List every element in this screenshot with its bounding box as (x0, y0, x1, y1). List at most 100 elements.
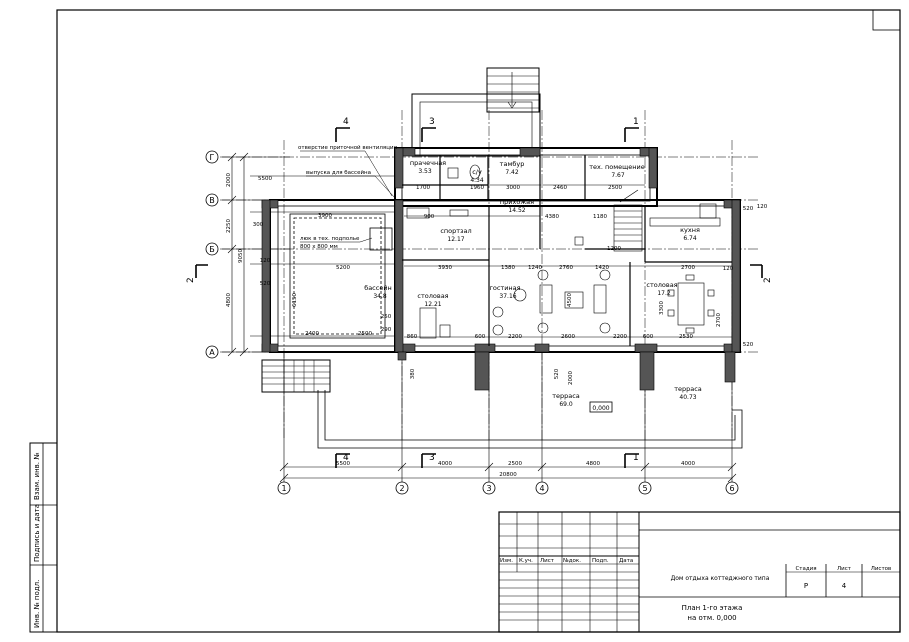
dim-520b: 520 (743, 342, 754, 348)
level-mark-box (589, 401, 613, 413)
room-wc-area: 4.34 (470, 177, 484, 184)
room-pool-name: бассейн (364, 284, 392, 292)
room-gym-area: 12.17 (447, 236, 464, 243)
room-laundry-area: 3.53 (418, 168, 432, 175)
dim-2530: 2530 (679, 334, 693, 340)
axis-label-b: Б (209, 245, 215, 254)
dim-2600: 2600 (561, 334, 575, 340)
terrace-1-area: 69.0 (559, 401, 573, 408)
dim-1180: 1180 (593, 214, 607, 220)
axis-label-1: 1 (281, 484, 286, 493)
stamp-title-1: План 1-го этажа (682, 604, 743, 612)
room-living-name: гостиная (489, 284, 520, 292)
title-block (498, 511, 901, 633)
dim-left-1: 2000 (226, 173, 232, 187)
room-dining-name: столовая (646, 281, 677, 289)
dim-300: 300 (253, 222, 264, 228)
axis-label-g: Г (210, 153, 215, 162)
axis-label-3: 3 (486, 484, 491, 493)
stamp-sheet-label: Лист (837, 566, 852, 572)
dim-3930: 3930 (438, 265, 452, 271)
axis-label-a: А (209, 348, 215, 357)
section-4-top: 4 (343, 117, 349, 127)
stamp-stage-label: Стадия (795, 566, 816, 572)
note-ventilation: отверстие приточной вентиляции (298, 144, 398, 151)
pool-basin (289, 213, 393, 339)
dim-left-2: 2250 (226, 219, 232, 233)
stamp-sheets-label: Листов (871, 566, 892, 572)
room-hall-area: 14.52 (508, 207, 525, 214)
dim-left-3: 4800 (226, 293, 232, 307)
dim-5500: 5500 (258, 176, 272, 182)
room-living-area: 37.16 (499, 293, 516, 300)
corner-stamp-box (872, 9, 901, 31)
side-stamp: Взам. инв. № Подпись и дата Инв. № подл. (29, 442, 58, 633)
terrace-2-area: 40.73 (679, 394, 696, 401)
note-hatch: люк в тех. подполье (300, 236, 360, 242)
note-hatch-size: 800 х 800 мм (300, 244, 338, 250)
axis-label-6: 6 (729, 484, 734, 493)
wall-hatch (261, 147, 741, 353)
dim-4500: 4500 (567, 293, 573, 307)
dim-left-total: 9050 (238, 249, 244, 263)
dim-4380: 4380 (545, 214, 559, 220)
dim-bottom-5: 4000 (681, 461, 695, 467)
room-kitchen-area: 6.74 (683, 235, 697, 242)
section-2-right: 2 (763, 277, 773, 283)
drawing-frame (56, 9, 901, 633)
dim-2500b: 2500 (608, 185, 622, 191)
dim-3000: 3000 (506, 185, 520, 191)
stamp-col-kuch: К.уч. (519, 558, 533, 564)
room-gym-name: спортзал (440, 227, 471, 235)
section-3-top: 3 (429, 117, 435, 127)
dim-900: 900 (424, 214, 435, 220)
side-stamp-label-3: Инв. № подл. (33, 580, 41, 628)
room-dining-area: 17.2 (657, 290, 671, 297)
dim-bottom-2: 4000 (438, 461, 452, 467)
side-stamp-label-1: Взам. инв. № (33, 452, 41, 500)
section-4-bottom: 4 (343, 453, 349, 463)
room-pool-area: 34.8 (373, 293, 387, 300)
dim-3300: 3300 (659, 301, 665, 315)
terrace-outline (261, 67, 743, 449)
stamp-col-data: Дата (619, 558, 633, 564)
dim-2700: 2700 (681, 265, 695, 271)
stamp-col-list: Лист (540, 558, 555, 564)
room-tech-area: 7.67 (611, 172, 625, 179)
dim-520c: 520 (743, 206, 754, 212)
dim-2500: 2500 (358, 331, 372, 337)
dim-bottom-4: 4800 (586, 461, 600, 467)
interior-stairs (613, 189, 643, 252)
dim-2760: 2760 (559, 265, 573, 271)
dim-1420: 1420 (595, 265, 609, 271)
note-leaders (300, 150, 396, 243)
section-1-bottom: 1 (633, 453, 639, 463)
dim-6150: 6150 (292, 293, 298, 307)
level-mark: 0,000 (592, 405, 609, 412)
dim-2000: 2000 (568, 371, 574, 385)
room-tambur-name: тамбур (500, 160, 525, 168)
dim-250: 250 (381, 314, 392, 320)
dim-380: 380 (410, 368, 416, 379)
dim-2200b: 2200 (613, 334, 627, 340)
section-2-left: 2 (186, 277, 196, 283)
dim-600b: 600 (643, 334, 654, 340)
dim-600: 600 (475, 334, 486, 340)
dim-120c: 120 (723, 266, 734, 272)
axis-label-2: 2 (399, 484, 404, 493)
stamp-title-2: на отм. 0,000 (687, 614, 736, 622)
stamp-col-ndoc: №док. (563, 558, 581, 564)
section-3-bottom: 3 (429, 453, 435, 463)
terrace-columns (397, 351, 736, 391)
room-hall-name: прихожая (500, 198, 534, 206)
dim-1200: 1200 (607, 246, 621, 252)
room-tambur-area: 7.42 (505, 169, 519, 176)
section-cut-marks (195, 127, 763, 468)
dim-2200: 2200 (508, 334, 522, 340)
dim-1960: 1960 (470, 185, 484, 191)
stamp-col-izm: Изм. (500, 558, 513, 564)
room-canteen-area: 12.21 (424, 301, 441, 308)
grid-bubbles (205, 150, 739, 495)
dim-bottom-1: 5500 (336, 461, 350, 467)
